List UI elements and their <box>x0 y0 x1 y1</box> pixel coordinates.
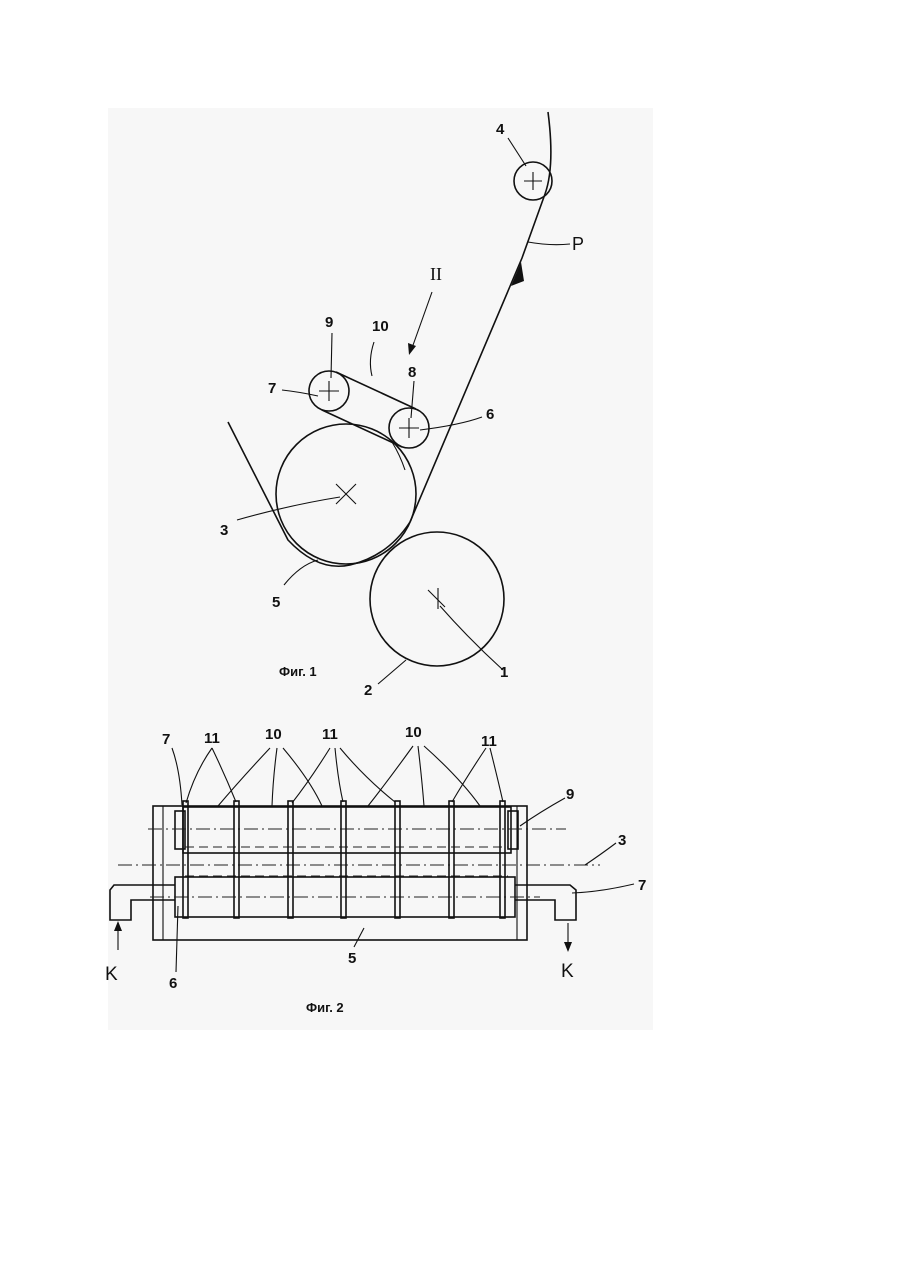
label-6: 6 <box>486 406 494 423</box>
fig2-label-11-a: 11 <box>204 730 220 747</box>
fig2-label-k-left: K <box>105 964 118 985</box>
label-roman-ii: II <box>430 264 442 284</box>
fig2-label-6: 6 <box>169 975 177 992</box>
label-7: 7 <box>268 380 276 397</box>
fig2-label-k-right: K <box>561 961 574 982</box>
figure-1-caption: Фиг. 1 <box>279 664 317 679</box>
fig2-label-11-b: 11 <box>322 726 338 743</box>
fig2-label-10-a: 10 <box>265 726 282 743</box>
label-2: 2 <box>364 682 372 699</box>
fig2-label-9: 9 <box>566 786 574 803</box>
label-9: 9 <box>325 314 333 331</box>
label-p: P <box>572 234 584 254</box>
label-1: 1 <box>500 664 508 681</box>
fig2-label-10-b: 10 <box>405 724 422 741</box>
fig2-label-7-right: 7 <box>638 877 646 894</box>
label-3: 3 <box>220 522 228 539</box>
label-8: 8 <box>408 364 416 381</box>
fig2-label-11-c: 11 <box>481 733 497 750</box>
label-10: 10 <box>372 318 389 335</box>
fig2-label-3: 3 <box>618 832 626 849</box>
label-4: 4 <box>496 121 505 138</box>
label-5: 5 <box>272 594 280 611</box>
fig2-label-5: 5 <box>348 950 356 967</box>
figure-2-caption: Фиг. 2 <box>306 1000 344 1015</box>
fig2-label-7-left: 7 <box>162 731 170 748</box>
